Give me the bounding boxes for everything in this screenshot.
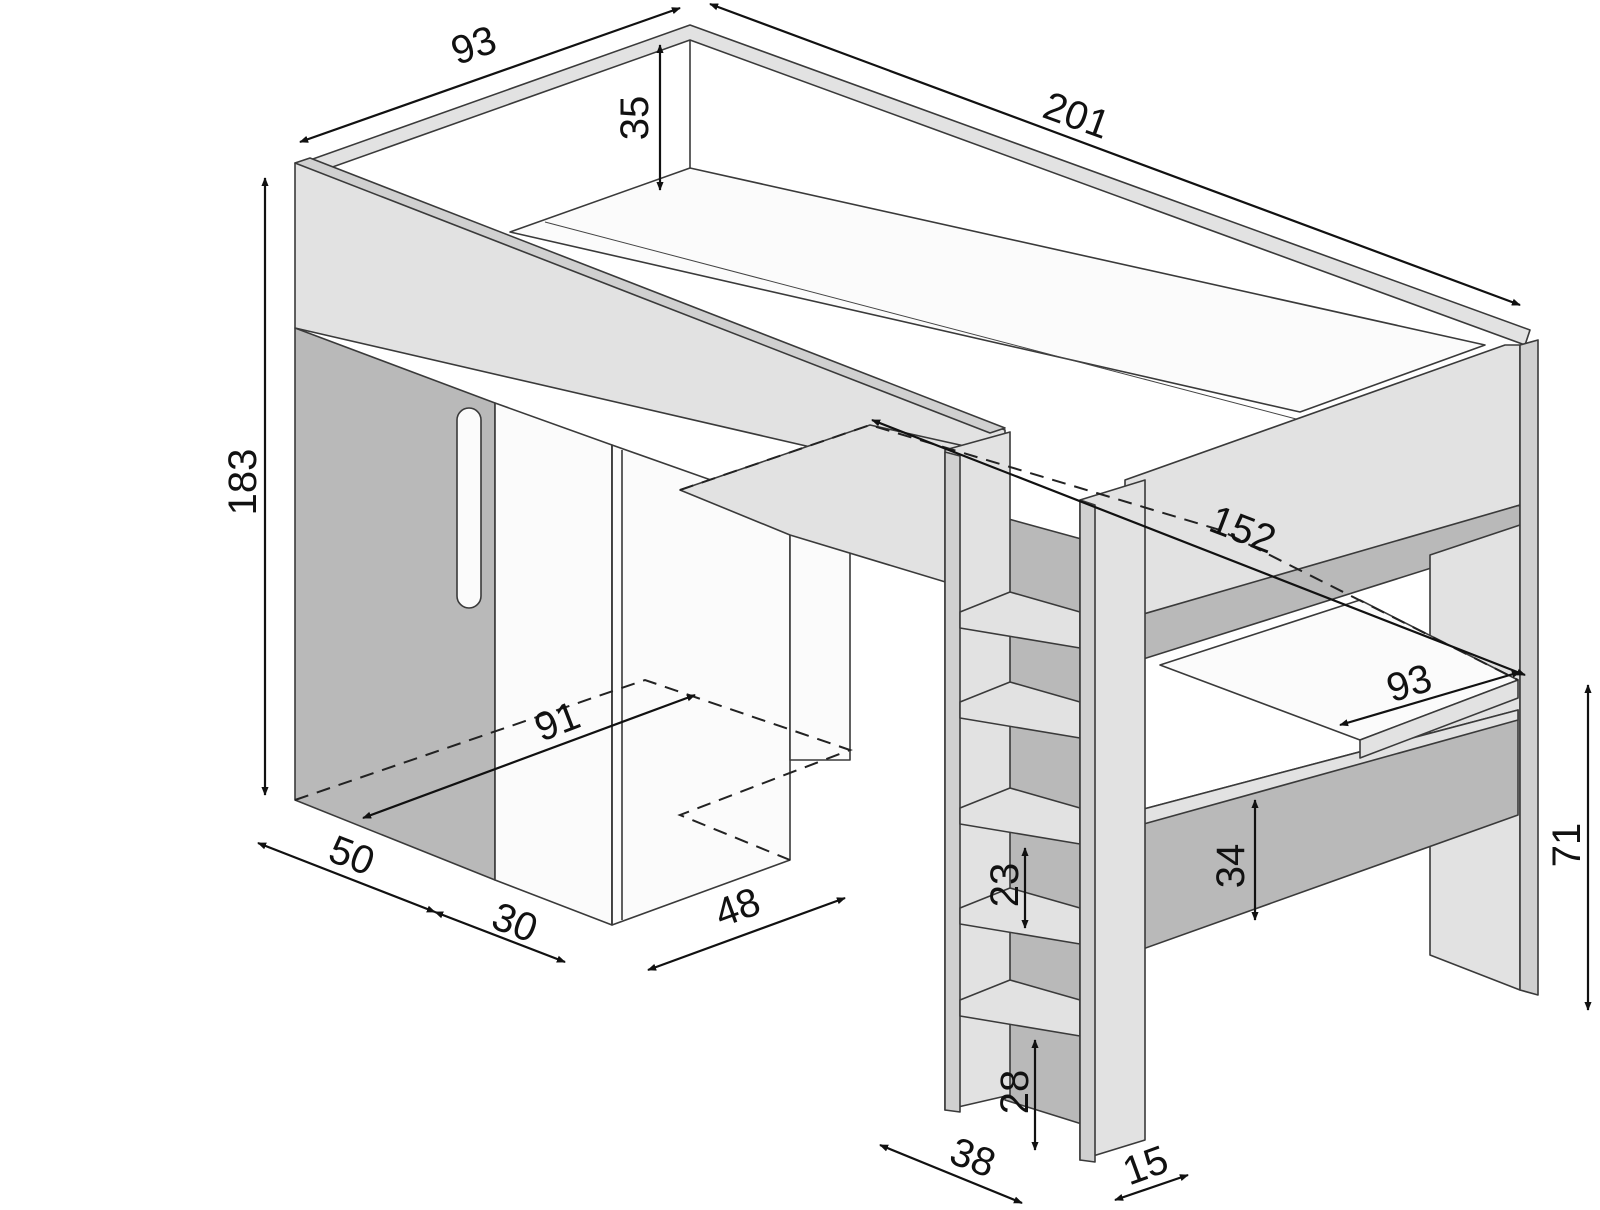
dim-line-cabinet-depth — [362, 693, 696, 820]
dim-line-desk-depth — [1339, 670, 1521, 727]
open-shelf-unit — [494, 402, 613, 926]
label-total-height: 183 — [221, 449, 265, 516]
dim-line-ladder-width — [879, 1143, 1023, 1205]
label-step-spacing: 23 — [983, 863, 1027, 908]
label-ladder-width: 38 — [944, 1129, 1001, 1186]
ladder-left-rail-front — [944, 451, 961, 1113]
label-desk-height: 71 — [1545, 823, 1589, 868]
right-far-post-side — [1519, 339, 1539, 996]
ladder-front-post-side — [1079, 499, 1096, 1163]
label-cabinet-width: 48 — [709, 880, 766, 937]
wardrobe-handle — [456, 407, 482, 609]
dim-line-bed-width — [299, 6, 681, 144]
label-bottom-step: 28 — [993, 1070, 1037, 1115]
label-guard-height: 35 — [613, 96, 657, 141]
dim-line-wardrobe-width — [257, 841, 436, 914]
dim-line-shelf-width — [434, 910, 566, 964]
label-shelf-width: 30 — [486, 894, 543, 951]
dim-line-cabinet-width — [647, 896, 846, 972]
label-bed-length: 201 — [1038, 84, 1116, 148]
label-wardrobe-width: 50 — [323, 827, 380, 884]
dim-line-ladder-depth — [1114, 1173, 1189, 1202]
dimension-labels: 93 201 35 183 152 91 93 50 30 48 34 23 2… — [221, 18, 1589, 1194]
dim-line-bed-length — [709, 2, 1521, 307]
bed-structure — [294, 24, 1539, 1163]
hidden-lines — [294, 423, 1519, 861]
label-desk-panel-height: 34 — [1209, 844, 1253, 889]
dim-line-desk-length — [871, 418, 1526, 677]
label-bed-width: 93 — [446, 18, 502, 74]
dimension-lines — [257, 2, 1592, 1205]
